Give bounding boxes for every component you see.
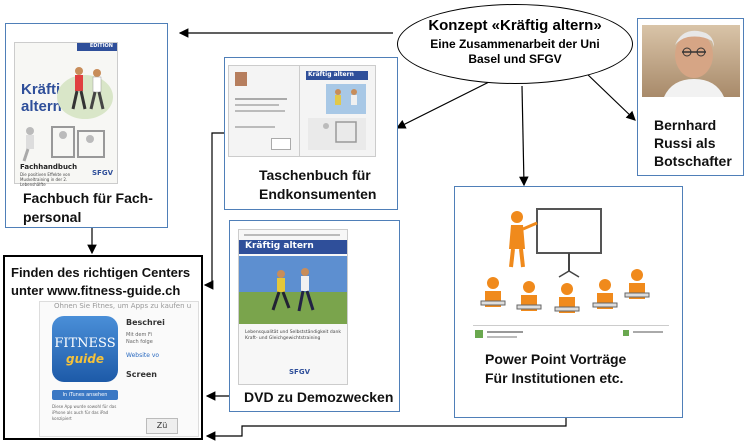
russi-label-2: Russi als — [654, 135, 716, 151]
screenshots-heading: Screen — [126, 370, 157, 379]
fachbuch-cover: EDITION Kräftig altern Fachhandbuch Die … — [14, 42, 118, 187]
app-description-line-2: Nach folge — [126, 339, 153, 345]
presenter-figure — [511, 211, 523, 223]
concept-node: Konzept «Kräftig altern» Eine Zusammenar… — [397, 4, 633, 84]
app-website-link[interactable]: Website vo — [126, 352, 160, 359]
arrow-to-russi — [584, 71, 636, 121]
taschenbuch-label-1: Taschenbuch für — [259, 167, 371, 183]
taschenbuch-box: Kräftig altern Taschenbuch für Endkonsum… — [224, 57, 398, 210]
logo-text — [487, 336, 517, 338]
zoom-button[interactable]: Zü — [146, 418, 178, 434]
app-icon-word-2: guide — [66, 352, 104, 366]
taschenbuch-title-bar — [306, 71, 368, 80]
presentation-illustration — [480, 208, 650, 313]
fachbuch-cover-publisher: SFGV — [92, 169, 113, 177]
fachbuch-label-2: personal — [23, 209, 82, 225]
itunes-view-button[interactable]: In iTunes ansehen — [52, 390, 118, 400]
slide-footer-logos — [473, 325, 669, 342]
dvd-cover: Kräftig altern Lebensqualität und Selbst… — [238, 229, 348, 385]
fachbuch-label-1: Fachbuch für Fach- — [23, 190, 153, 206]
powerpoint-label-2: Für Institutionen etc. — [485, 370, 624, 386]
text-line — [235, 126, 275, 128]
fachbuch-cover-gym-figures — [22, 126, 105, 162]
cover-series-bar — [77, 43, 117, 51]
dvd-cover-title: Kräftig altern — [245, 241, 314, 251]
concept-subtitle-2: Basel und SFGV — [468, 52, 562, 66]
taschenbuch-label-2: Endkonsumenten — [259, 186, 377, 202]
taschenbuch-cover-title: Kräftig altern — [308, 71, 354, 78]
fachbuch-cover-title-1: Kräftig — [21, 81, 70, 98]
arrow-to-taschenbuch — [395, 79, 494, 129]
text-line — [235, 98, 287, 100]
russi-photo — [642, 25, 740, 97]
centers-box: Finden des richtigen Centers unter www.f… — [3, 255, 203, 440]
concept-title: Konzept «Kräftig altern» — [428, 17, 602, 34]
app-description-line-1: Mit dem Fi — [126, 332, 152, 338]
dvd-box: Kräftig altern Lebensqualität und Selbst… — [229, 220, 400, 412]
arrow-to-powerpoint — [519, 85, 529, 187]
fachbuch-cover-desc: Die positiven Effekte von Muskeltraining… — [20, 172, 71, 187]
dvd-author-line — [244, 234, 340, 236]
centers-screenshot: Ohnen Sie Fitnes, um Apps zu kaufen u FI… — [39, 301, 199, 437]
fitness-guide-app-icon: FITNESS guide — [52, 316, 118, 382]
fachbuch-box: EDITION Kräftig altern Fachhandbuch Die … — [5, 23, 168, 228]
taschenbuch-back-cover — [229, 66, 300, 156]
taschenbuch-author-photo — [235, 72, 247, 86]
arrow-taschenbuch-to-centers — [203, 132, 224, 290]
cover-series-label: EDITION — [89, 43, 113, 49]
dvd-title-bar — [239, 240, 347, 254]
taschenbuch-barcode — [271, 138, 291, 150]
text-line — [235, 110, 285, 112]
taschenbuch-front-cover: Kräftig altern — [300, 66, 375, 156]
russi-label-3: Botschafter — [654, 153, 732, 169]
taschenbuch-cover-illustration — [308, 84, 366, 150]
powerpoint-box: Power Point Vorträge Für Institutionen e… — [454, 186, 683, 418]
app-description-title: Beschrei — [126, 318, 165, 327]
audience — [480, 269, 650, 313]
arrow-powerpoint-to-centers — [205, 418, 567, 441]
fachbuch-cover-subtitle: Fachhandbuch — [20, 163, 78, 171]
app-compatibility-note: Diese App wurde sowohl für das iPhone al… — [52, 404, 117, 421]
dvd-cover-publisher: SFGV — [289, 368, 310, 376]
dvd-cover-caption: Lebensqualität und Selbstständigkeit dan… — [245, 330, 341, 341]
logo-mark — [475, 330, 483, 338]
app-store-banner: Ohnen Sie Fitnes, um Apps zu kaufen u — [54, 302, 192, 310]
dvd-cover-photo — [239, 256, 347, 324]
taschenbuch-cover: Kräftig altern — [228, 65, 376, 157]
logo-mark — [623, 330, 629, 336]
centers-label-2: unter www.fitness-guide.ch — [11, 283, 181, 298]
dvd-label: DVD zu Demozwecken — [244, 389, 394, 405]
text-line — [235, 104, 279, 106]
fachbuch-cover-title-2: altern — [21, 98, 62, 115]
centers-label-1: Finden des richtigen Centers — [11, 265, 191, 280]
russi-label-1: Bernhard — [654, 117, 717, 133]
russi-box: Bernhard Russi als Botschafter — [637, 18, 744, 176]
projection-screen — [536, 208, 602, 254]
logo-text — [633, 331, 663, 333]
fachbuch-cover-illustration — [57, 67, 113, 119]
concept-subtitle-1: Eine Zusammenarbeit der Uni — [430, 37, 600, 51]
powerpoint-label-1: Power Point Vorträge — [485, 351, 627, 367]
app-icon-word-1: FITNESS — [54, 336, 116, 351]
logo-text — [487, 331, 523, 333]
